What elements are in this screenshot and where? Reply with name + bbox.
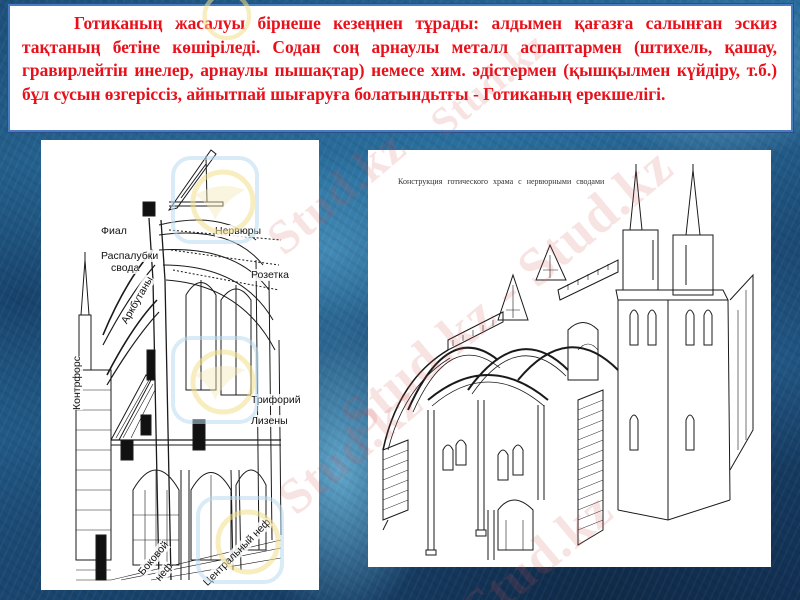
description-paragraph: Готиканың жасалуы бірнеше кезеңнен тұрад… [22, 13, 777, 104]
figure-caption: Конструкция готического храма с нервюрны… [398, 177, 605, 186]
gothic-temple-drawing [382, 164, 754, 560]
label-nervyury: Нервюры [215, 225, 262, 237]
label-fial: Фиал [101, 225, 127, 237]
label-lizeny: Лизены [251, 415, 288, 427]
label-raspalubki-line2: свода [111, 262, 140, 274]
label-kontrfors: Контрфорс [71, 356, 83, 410]
label-rozetka: Розетка [251, 269, 289, 281]
gothic-temple-figure: Конструкция готического храма с нервюрны… [368, 150, 771, 567]
gothic-section-figure: Фиал Распалубки свода Нервюры Розетка Ар… [41, 140, 319, 590]
description-text-box: Готиканың жасалуы бірнеше кезеңнен тұрад… [8, 4, 793, 132]
label-raspalubki-line1: Распалубки [101, 250, 159, 262]
label-triforiy: Трифорий [251, 394, 301, 406]
